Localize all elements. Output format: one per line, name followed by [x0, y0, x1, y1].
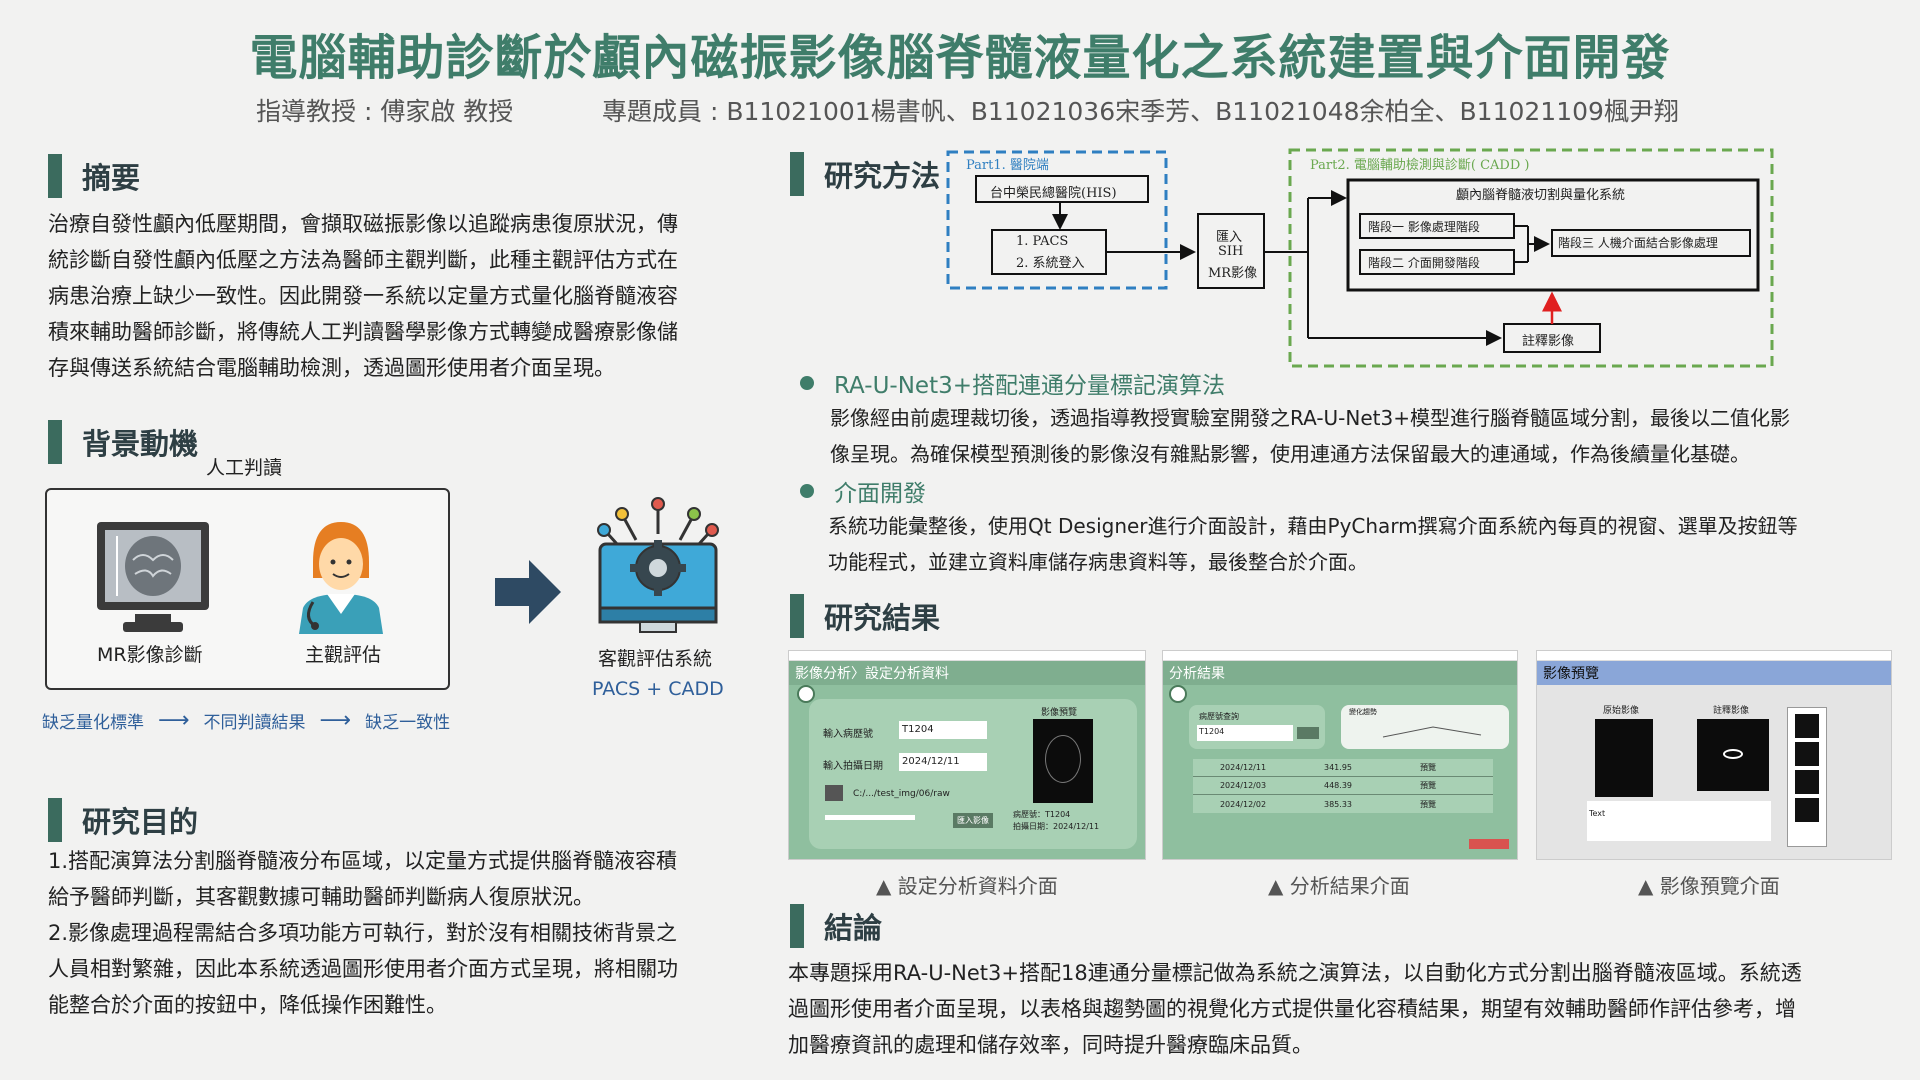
- results-table: 2024/12/11 341.95 預覽 2024/12/03 448.39 預…: [1193, 759, 1493, 813]
- home-icon-2[interactable]: [1169, 685, 1187, 703]
- part2-label: Part2. 電腦輔助檢測與診斷( CADD ): [1310, 158, 1530, 173]
- mr-label: MR影像診斷: [97, 644, 203, 666]
- background-heading: 背景動機: [48, 420, 198, 464]
- subjective-label: 主觀評估: [305, 644, 382, 666]
- poster-title: 電腦輔助診斷於顱內磁振影像腦脊髓液量化之系統建置與介面開發: [249, 30, 1671, 86]
- import-line3: MR影像: [1208, 266, 1258, 281]
- members: 專題成員 : B11021001楊書帆、B11021036宋季芳、B110210…: [602, 97, 1679, 126]
- stage2-label: 階段二 介面開發階段: [1368, 256, 1480, 270]
- original-image: [1595, 719, 1653, 797]
- algo-bullet: RA-U-Net3+搭配連通分量標記演算法: [800, 366, 1225, 400]
- thumbnail-list[interactable]: [1787, 707, 1827, 847]
- screenshot-analysis-results: 分析結果 病歷號查詢 T1204 變化趨勢 2024/12/11 341.95 …: [1162, 650, 1518, 860]
- workflow-diagram: [946, 148, 1774, 368]
- stage3-label: 階段三 人機介面結合影像處理: [1558, 236, 1718, 250]
- manual-label: 人工判讀: [206, 457, 283, 479]
- his-label: 台中榮民總醫院(HIS): [990, 186, 1117, 201]
- conclusion-text: 本專題採用RA-U-Net3+搭配18連通分量標記做為系統之演算法，以自動化方式…: [788, 961, 1802, 1057]
- screenshot-analysis-setup: 影像分析〉設定分析資料 輸入病歷號 T1204 輸入拍攝日期 2024/12/1…: [788, 650, 1146, 860]
- stage1-label: 階段一 影像處理階段: [1368, 220, 1480, 234]
- cadd-title: 顱內腦脊髓液切割與量化系統: [1456, 188, 1626, 203]
- caption-1: ▲ 設定分析資料介面: [876, 874, 1058, 898]
- chain-item-3: 缺乏一致性: [365, 713, 451, 733]
- mri-preview: [1033, 719, 1093, 803]
- screenshot-image-preview: 影像預覽 原始影像 註釋影像 Text: [1536, 650, 1892, 860]
- pacs-line1: 1. PACS: [1016, 234, 1069, 249]
- ui-bullet: 介面開發: [800, 474, 926, 508]
- annotated-image: [1697, 719, 1769, 791]
- import-image-button[interactable]: 匯入影像: [953, 813, 993, 828]
- pacs-line2: 2. 系統登入: [1016, 256, 1085, 271]
- abstract-heading: 摘要: [48, 154, 140, 198]
- system-label: 客觀評估系統: [598, 648, 713, 670]
- conclusion-heading: 結論: [790, 904, 882, 948]
- methods-heading: 研究方法: [790, 152, 940, 196]
- caption-3: ▲ 影像預覽介面: [1638, 874, 1780, 898]
- algo-text: 影像經由前處理裁切後，透過指導教授實驗室開發之RA-U-Net3+模型進行腦脊髓…: [830, 406, 1790, 466]
- purpose-heading: 研究目的: [48, 798, 198, 842]
- import-line1: 匯入: [1216, 230, 1243, 245]
- manual-box: MR影像診斷 主觀評估: [45, 488, 450, 690]
- folder-icon[interactable]: [825, 785, 843, 801]
- doctor-icon: [299, 522, 383, 634]
- system-gear-monitor-icon: [597, 497, 719, 633]
- chain-arrow-2: ⟶: [319, 708, 352, 733]
- trend-line-chart: [1382, 726, 1482, 738]
- search-button[interactable]: [1297, 727, 1319, 739]
- annot-label: 註釋影像: [1522, 334, 1575, 349]
- text-box[interactable]: Text: [1587, 801, 1771, 841]
- home-icon[interactable]: [797, 685, 815, 703]
- import-line2: SIH: [1218, 244, 1244, 259]
- part1-label: Part1. 醫院端: [966, 158, 1049, 173]
- abstract-text: 治療自發性顱內低壓期間，會擷取磁振影像以追蹤病患復原狀況，傳 統診斷自發性顱內低…: [48, 212, 678, 380]
- chain-item-2: 不同判讀結果: [203, 713, 306, 733]
- chain-arrow-1: ⟶: [158, 708, 190, 733]
- system-sub-label: PACS + CADD: [592, 678, 724, 700]
- mri-monitor-icon: [97, 522, 209, 632]
- ui-text: 系統功能彙整後，使用Qt Designer進行介面設計，藉由PyCharm撰寫介…: [828, 514, 1798, 574]
- caption-2: ▲ 分析結果介面: [1268, 874, 1410, 898]
- results-heading: 研究結果: [790, 594, 940, 638]
- advisor: 指導教授 : 傅家啟 教授: [256, 97, 514, 126]
- right-arrow-icon: [495, 560, 561, 624]
- problem-chain: 缺乏量化標準 ⟶ 不同判讀結果 ⟶ 缺乏一致性: [42, 708, 450, 733]
- delete-button[interactable]: [1469, 839, 1509, 849]
- purpose-text: 1.搭配演算法分割腦脊髓液分布區域，以定量方式提供腦脊髓液容積 給予醫師判斷，其…: [48, 849, 678, 1017]
- chain-item-1: 缺乏量化標準: [42, 713, 144, 733]
